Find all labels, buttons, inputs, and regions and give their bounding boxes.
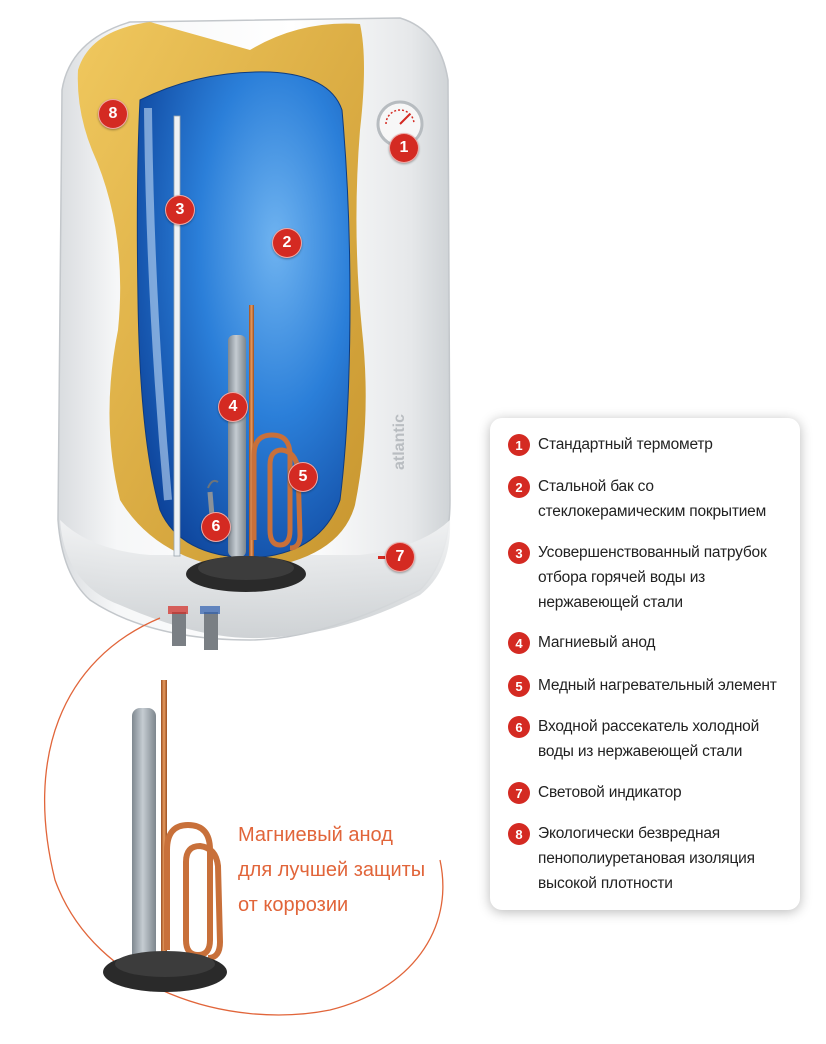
marker-1-thermometer: 1 (389, 133, 419, 163)
marker-3-pipe: 3 (165, 195, 195, 225)
legend-item-6: 6 Входной рассекатель холодной воды из н… (508, 714, 798, 764)
legend-label: Стальной бак со стеклокерамическим покры… (538, 478, 767, 520)
zoom-callout-line (44, 617, 444, 1016)
legend-item-5: 5 Медный нагревательный элемент (508, 673, 798, 698)
legend-number: 5 (508, 675, 530, 697)
zoom-copper-rod (161, 680, 167, 980)
marker-5-heating-element: 5 (288, 462, 318, 492)
legend-label: Световой индикатор (538, 784, 682, 801)
marker-8-insulation: 8 (98, 99, 128, 129)
marker-4-anode: 4 (218, 392, 248, 422)
legend-label: Магниевый анод (538, 634, 656, 651)
steel-tank (136, 71, 351, 559)
legend-number: 4 (508, 632, 530, 654)
legend-label: Медный нагревательный элемент (538, 677, 777, 694)
legend-label: Входной рассекатель холодной воды из нер… (538, 718, 760, 760)
legend-item-8: 8 Экологически безвредная пенополиуретан… (508, 821, 798, 896)
zoom-caption: Магниевый анод для лучшей защиты от корр… (238, 824, 426, 916)
legend-item-2: 2 Стальной бак со стеклокерамическим пок… (508, 474, 798, 524)
copper-rod (249, 305, 254, 560)
legend-panel: 1 Стандартный термометр 2 Стальной бак с… (490, 418, 800, 910)
legend-number: 8 (508, 823, 530, 845)
marker-6-inlet: 6 (201, 512, 231, 542)
brand-wordmark: atlantic (391, 414, 408, 470)
hot-water-pipe (173, 115, 181, 557)
legend-label: Усовершенствованный патрубок отбора горя… (538, 544, 767, 611)
legend-item-7: 7 Световой индикатор (508, 780, 798, 805)
outlet-pipe-left (172, 612, 186, 646)
magnesium-anode (228, 335, 246, 557)
marker-7-indicator: 7 (385, 542, 415, 572)
legend-item-3: 3 Усовершенствованный патрубок отбора го… (508, 540, 798, 615)
legend-label: Стандартный термометр (538, 436, 713, 453)
legend-number: 3 (508, 542, 530, 564)
outlet-pipe-right (204, 612, 218, 650)
legend-label: Экологически безвредная пенополиуретанов… (538, 825, 755, 892)
legend-item-1: 1 Стандартный термометр (508, 432, 798, 457)
legend-number: 2 (508, 476, 530, 498)
legend-number: 7 (508, 782, 530, 804)
legend-number: 6 (508, 716, 530, 738)
marker-2-tank: 2 (272, 228, 302, 258)
zoom-anode (132, 708, 156, 978)
zoom-copper-coil (164, 821, 224, 961)
legend-item-4: 4 Магниевый анод (508, 630, 798, 655)
legend-number: 1 (508, 434, 530, 456)
indicator-lamp (378, 556, 386, 559)
